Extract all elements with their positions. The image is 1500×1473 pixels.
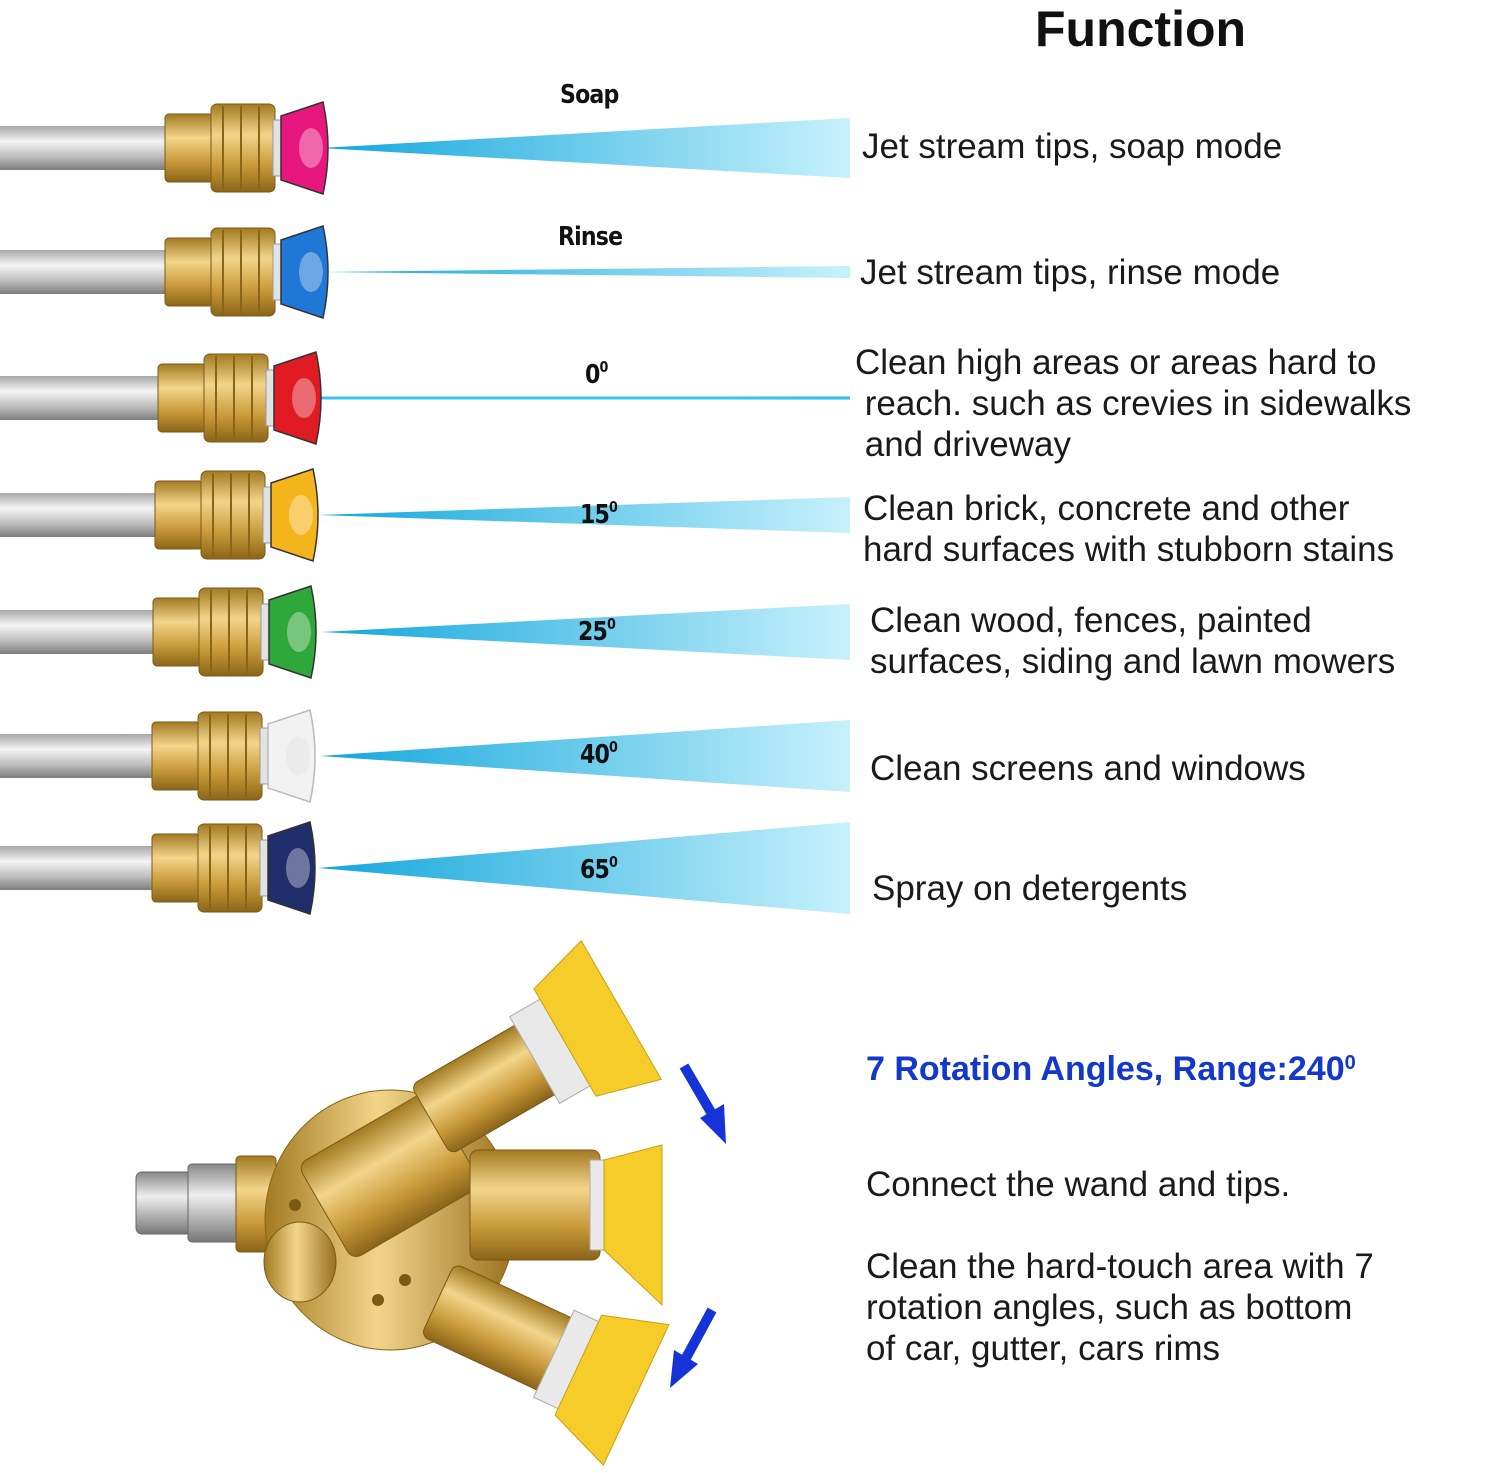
nozzle-row-art (0, 101, 850, 195)
plate-hole (399, 1274, 411, 1286)
pivot-knob (263, 1221, 337, 1303)
function-description: Clean brick, concrete and other hard sur… (863, 489, 1395, 569)
rotation-line-1: Connect the wand and tips. (866, 1165, 1291, 1204)
spray-cone (318, 497, 850, 533)
brass-hex-fitting (164, 237, 214, 307)
degree-mark: 0 (609, 853, 618, 871)
nozzle-tip (280, 225, 329, 319)
degree-mark: 0 (607, 615, 616, 633)
nozzle-face (287, 612, 311, 652)
spray-angle-label: 400 (580, 738, 618, 770)
spray-cone (320, 720, 850, 792)
nozzle-tip (280, 101, 329, 195)
steel-wand (0, 846, 157, 890)
nozzle-face (286, 848, 310, 888)
function-description: Jet stream tips, soap mode (862, 127, 1283, 166)
brass-hex-fitting (151, 721, 201, 791)
rotating-nozzle-illustration (135, 939, 726, 1466)
spray-cone (318, 822, 850, 914)
spray-angle-value: Rinse (558, 222, 623, 252)
brass-quick-coupler (198, 587, 264, 677)
nozzle-rows (0, 101, 850, 915)
nozzle-row-art (0, 585, 850, 679)
function-description: Clean high areas or areas hard to reach.… (855, 343, 1412, 464)
brass-arm-middle (469, 1149, 601, 1261)
brass-quick-coupler (203, 353, 269, 443)
spray-angle-label: 650 (580, 853, 618, 885)
nozzle-face (299, 128, 323, 168)
spray-cone (324, 266, 850, 278)
steel-wand (0, 610, 158, 654)
degree-mark: 0 (609, 498, 618, 516)
function-description: Jet stream tips, rinse mode (860, 253, 1281, 292)
brass-hex-fitting (151, 833, 201, 903)
spray-angle-value: 40 (580, 740, 610, 770)
rotation-heading-degree: 0 (1344, 1052, 1356, 1074)
brass-hex-fitting (154, 480, 204, 550)
nozzle-tip (267, 821, 316, 915)
spray-angle-label: 250 (578, 615, 616, 647)
yellow-tip-upper (533, 939, 663, 1097)
spray-cone (322, 604, 850, 660)
nozzle-row-art (0, 225, 850, 319)
spray-angle-value: 65 (580, 855, 610, 885)
function-description: Clean screens and windows (870, 749, 1306, 788)
spray-angle-value: 15 (580, 500, 610, 530)
function-description: Spray on detergents (872, 869, 1188, 908)
spray-angle-value: Soap (560, 80, 619, 110)
yellow-tip-lower (554, 1314, 670, 1466)
spray-angle-label: 00 (585, 358, 609, 390)
steel-wand (0, 126, 170, 170)
brass-quick-coupler (197, 711, 263, 801)
brass-hex-fitting (152, 597, 202, 667)
function-description: Clean wood, fences, painted surfaces, si… (870, 601, 1396, 681)
yellow-tip-middle (603, 1144, 663, 1307)
plate-hole (372, 1294, 384, 1306)
nozzle-tip (267, 709, 316, 803)
nozzle-tip (268, 585, 317, 679)
steel-collar (187, 1163, 241, 1243)
steel-wand (0, 734, 157, 778)
brass-hex-fitting (157, 363, 207, 433)
brass-quick-coupler (200, 470, 266, 560)
brass-quick-coupler (210, 103, 276, 193)
brass-hex-fitting (164, 113, 214, 183)
rotation-heading-text: 7 Rotation Angles, Range:240 (866, 1050, 1345, 1088)
nozzle-face (299, 252, 323, 292)
nozzle-row-art (0, 709, 850, 803)
plate-hole (289, 1199, 301, 1211)
steel-plug (135, 1171, 193, 1235)
spray-angle-value: 0 (585, 360, 600, 390)
degree-mark: 0 (599, 358, 609, 376)
nozzle-face (292, 378, 316, 418)
degree-mark: 0 (609, 738, 618, 756)
nozzle-tip (270, 468, 319, 562)
nozzle-tip (273, 351, 322, 445)
nozzle-face (289, 495, 313, 535)
rotation-arrow-down-right-icon (679, 1063, 726, 1144)
spray-angle-label: Rinse (558, 222, 623, 252)
spray-cone (320, 118, 850, 178)
steel-wand (0, 493, 160, 537)
page-title: Function (1035, 1, 1247, 57)
brass-quick-coupler (197, 823, 263, 913)
spray-angle-label: Soap (560, 80, 619, 110)
brass-quick-coupler (210, 227, 276, 317)
rotation-line-2: Clean the hard-touch area with 7 rotatio… (866, 1247, 1374, 1368)
steel-wand (0, 376, 163, 420)
spray-angle-value: 25 (578, 617, 608, 647)
nozzle-row-art (0, 351, 850, 445)
rotation-heading: 7 Rotation Angles, Range:2400 (866, 1050, 1356, 1089)
spray-angle-label: 150 (580, 498, 618, 530)
nozzle-row-art (0, 468, 850, 562)
nozzle-face (286, 736, 310, 776)
steel-wand (0, 250, 170, 294)
rotation-arrow-down-left-icon (670, 1307, 717, 1388)
nozzle-row-art (0, 821, 850, 915)
